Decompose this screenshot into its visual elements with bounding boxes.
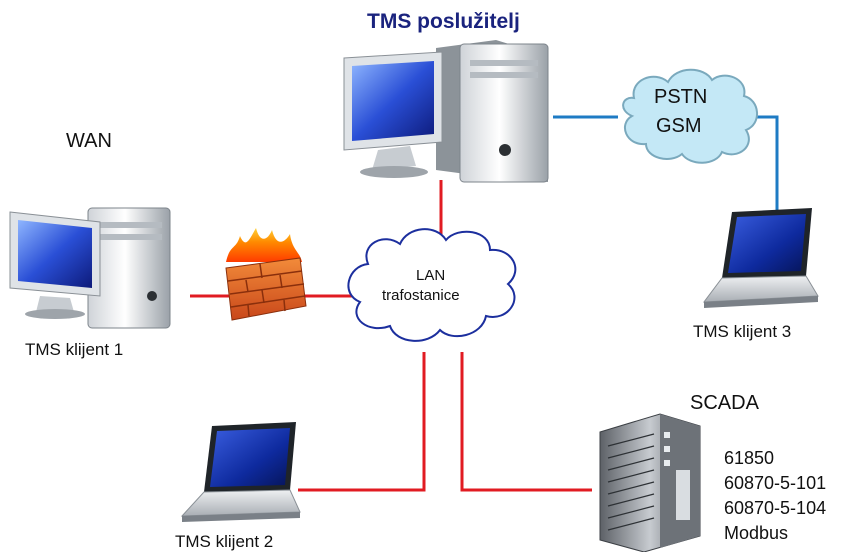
client1-label: TMS klijent 1 xyxy=(25,340,124,359)
protocol-item: 60870-5-101 xyxy=(724,473,827,493)
lan-cloud-label-line2: trafostanice xyxy=(382,287,460,304)
pstn-cloud-icon xyxy=(622,68,758,164)
client2-label: TMS klijent 2 xyxy=(175,532,274,551)
pstn-cloud-label-line1: PSTN xyxy=(654,86,708,108)
protocol-item: 61850 xyxy=(724,448,775,468)
laptop-icon xyxy=(180,422,301,522)
protocol-item: Modbus xyxy=(724,523,789,543)
firewall-icon xyxy=(225,228,307,321)
desktop-computer-icon xyxy=(343,40,549,183)
protocol-item: 60870-5-104 xyxy=(724,498,827,518)
pstn-cloud-label-line2: GSM xyxy=(656,115,702,137)
laptop-icon xyxy=(702,208,819,308)
link-lan-client2 xyxy=(298,352,426,492)
link-lan-scada xyxy=(460,352,592,492)
client3-label: TMS klijent 3 xyxy=(693,322,792,341)
desktop-computer-icon xyxy=(9,207,171,329)
lan-cloud-icon xyxy=(347,228,517,342)
scada-protocol-list: 61850 60870-5-101 60870-5-104 Modbus xyxy=(724,446,826,546)
diagram-title: TMS poslužitelj xyxy=(367,10,520,33)
rack-server-icon xyxy=(599,413,701,552)
lan-cloud-label-line1: LAN xyxy=(416,267,446,284)
link-pstn-client3 xyxy=(748,115,779,210)
wan-label: WAN xyxy=(66,130,112,152)
scada-label: SCADA xyxy=(690,392,759,414)
